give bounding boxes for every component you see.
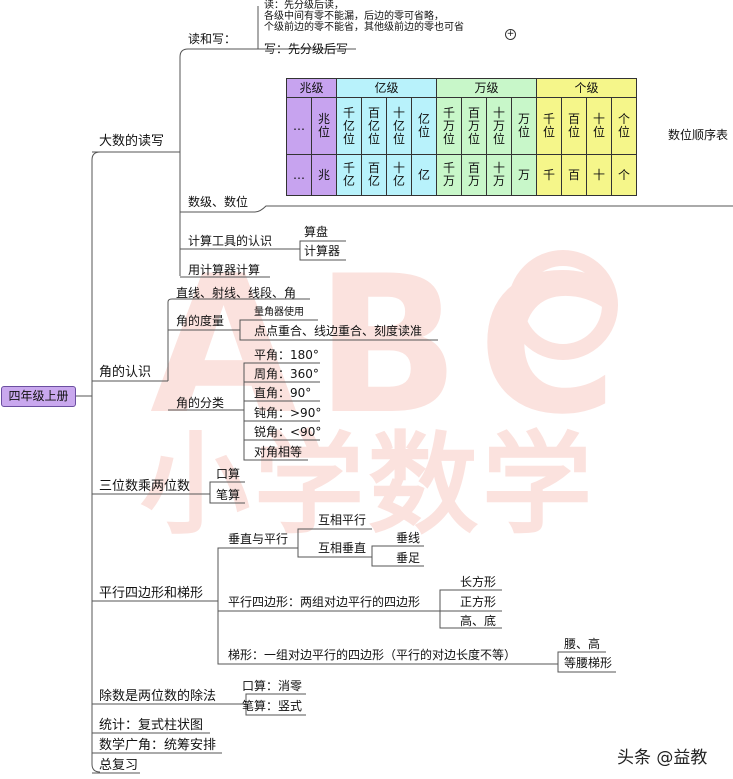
number-cell: 兆	[311, 154, 337, 196]
division-written[interactable]: 笔算：竖式	[242, 699, 303, 713]
number-cell: 个	[611, 154, 637, 196]
isosceles-trapezoid[interactable]: 等腰梯形	[564, 656, 613, 670]
group-zhao: 兆级	[286, 78, 337, 98]
number-cell: 百万	[461, 154, 487, 196]
number-cell: …	[286, 154, 312, 196]
perp-foot[interactable]: 垂足	[396, 551, 421, 565]
branch-statistics[interactable]: 统计：复式柱状图	[99, 718, 204, 733]
branch-big-numbers[interactable]: 大数的读写	[99, 134, 165, 149]
place-cell: 个位	[611, 97, 637, 155]
square[interactable]: 正方形	[460, 595, 497, 609]
group-wan: 万级	[436, 78, 537, 98]
number-cell: 亿	[411, 154, 437, 196]
place-cell: 百位	[561, 97, 587, 155]
perp-parallel-node[interactable]: 垂直与平行	[228, 532, 289, 546]
place-cell: 十位	[586, 97, 612, 155]
mutually-perpendicular[interactable]: 互相垂直	[318, 541, 367, 555]
place-cell: 兆位	[311, 97, 337, 155]
leg-height[interactable]: 腰、高	[564, 637, 601, 651]
tools-node[interactable]: 计算工具的认识	[188, 234, 273, 248]
mutually-parallel[interactable]: 互相平行	[318, 513, 367, 527]
number-cell: 千亿	[336, 154, 362, 196]
place-cell: 千位	[536, 97, 562, 155]
calc-node[interactable]: 用计算器计算	[188, 263, 261, 277]
group-yi: 亿级	[336, 78, 437, 98]
read-write-node[interactable]: 读和写：	[188, 32, 237, 46]
protractor-use[interactable]: 量角器使用	[254, 307, 304, 318]
angle-obtuse[interactable]: 钝角：>90°	[254, 406, 322, 420]
trapezoid-node[interactable]: 梯形：一组对边平行的四边形（平行的对边长度不等）	[228, 648, 517, 662]
place-cell: …	[286, 97, 312, 155]
mental-calc[interactable]: 口算	[216, 467, 241, 481]
angle-round[interactable]: 周角：360°	[254, 367, 319, 381]
branch-multiply[interactable]: 三位数乘两位数	[99, 479, 191, 494]
group-ge: 个级	[536, 78, 637, 98]
tool-calculator[interactable]: 计算器	[304, 244, 341, 258]
parallelogram-node[interactable]: 平行四边形：两组对边平行的四边形	[228, 595, 421, 609]
read-rule-line-2: 各级中间有零不能漏，后边的零可省略，	[264, 11, 444, 22]
angle-acute[interactable]: 锐角：<90°	[254, 425, 322, 439]
vertical-angles[interactable]: 对角相等	[254, 445, 303, 459]
place-cell: 万位	[511, 97, 537, 155]
root-node[interactable]: 四年级上册	[1, 386, 76, 407]
place-cell: 十亿位	[386, 97, 412, 155]
expand-plus-icon[interactable]: +	[505, 29, 516, 40]
place-cell: 十万位	[486, 97, 512, 155]
branch-review[interactable]: 总复习	[99, 758, 139, 773]
division-mental[interactable]: 口算：消零	[242, 679, 303, 693]
read-rule-line-1: 读：先分级后读，	[264, 0, 344, 11]
watermark-chinese: 小学数学	[140, 421, 596, 549]
place-value-table: 兆级 亿级 万级 个级 … 兆位 千亿位 百亿位 十亿位 亿位 千万位 百万位 …	[286, 78, 637, 196]
rectangle[interactable]: 长方形	[460, 575, 497, 589]
number-cell: 十万	[486, 154, 512, 196]
angle-right[interactable]: 直角：90°	[254, 386, 312, 400]
perp-line[interactable]: 垂线	[396, 531, 421, 545]
branch-angles[interactable]: 角的认识	[99, 365, 152, 380]
measure-node[interactable]: 角的度量	[176, 314, 225, 328]
number-cell: 千	[536, 154, 562, 196]
branch-division[interactable]: 除数是两位数的除法	[99, 689, 217, 704]
place-cell: 千亿位	[336, 97, 362, 155]
place-cell: 百万位	[461, 97, 487, 155]
write-rule: 写：先分级后写	[264, 42, 349, 56]
number-cell: 百亿	[361, 154, 387, 196]
angle-straight[interactable]: 平角：180°	[254, 348, 319, 362]
place-cell: 亿位	[411, 97, 437, 155]
credit-label: 头条 @益教	[617, 748, 708, 768]
tool-abacus[interactable]: 算盘	[304, 225, 329, 239]
number-cell: 千万	[436, 154, 462, 196]
place-cell: 百亿位	[361, 97, 387, 155]
number-cell: 百	[561, 154, 587, 196]
read-rule-line-3: 个级前边的零不能省，其他级前边的零也可省	[264, 22, 464, 33]
height-base[interactable]: 高、底	[460, 614, 497, 628]
branch-math-wide[interactable]: 数学广角：统筹安排	[99, 738, 217, 753]
branch-parallel[interactable]: 平行四边形和梯形	[99, 586, 204, 601]
table-caption: 数位顺序表	[668, 128, 729, 142]
classes-node[interactable]: 角的分类	[176, 396, 225, 410]
number-cell: 十亿	[386, 154, 412, 196]
levels-node[interactable]: 数级、数位	[188, 195, 249, 209]
number-cell: 万	[511, 154, 537, 196]
written-calc[interactable]: 笔算	[216, 488, 241, 502]
measure-tip[interactable]: 点点重合、线边重合、刻度读准	[254, 324, 423, 338]
place-cell: 千万位	[436, 97, 462, 155]
lines-node[interactable]: 直线、射线、线段、角	[176, 286, 297, 300]
number-cell: 十	[586, 154, 612, 196]
